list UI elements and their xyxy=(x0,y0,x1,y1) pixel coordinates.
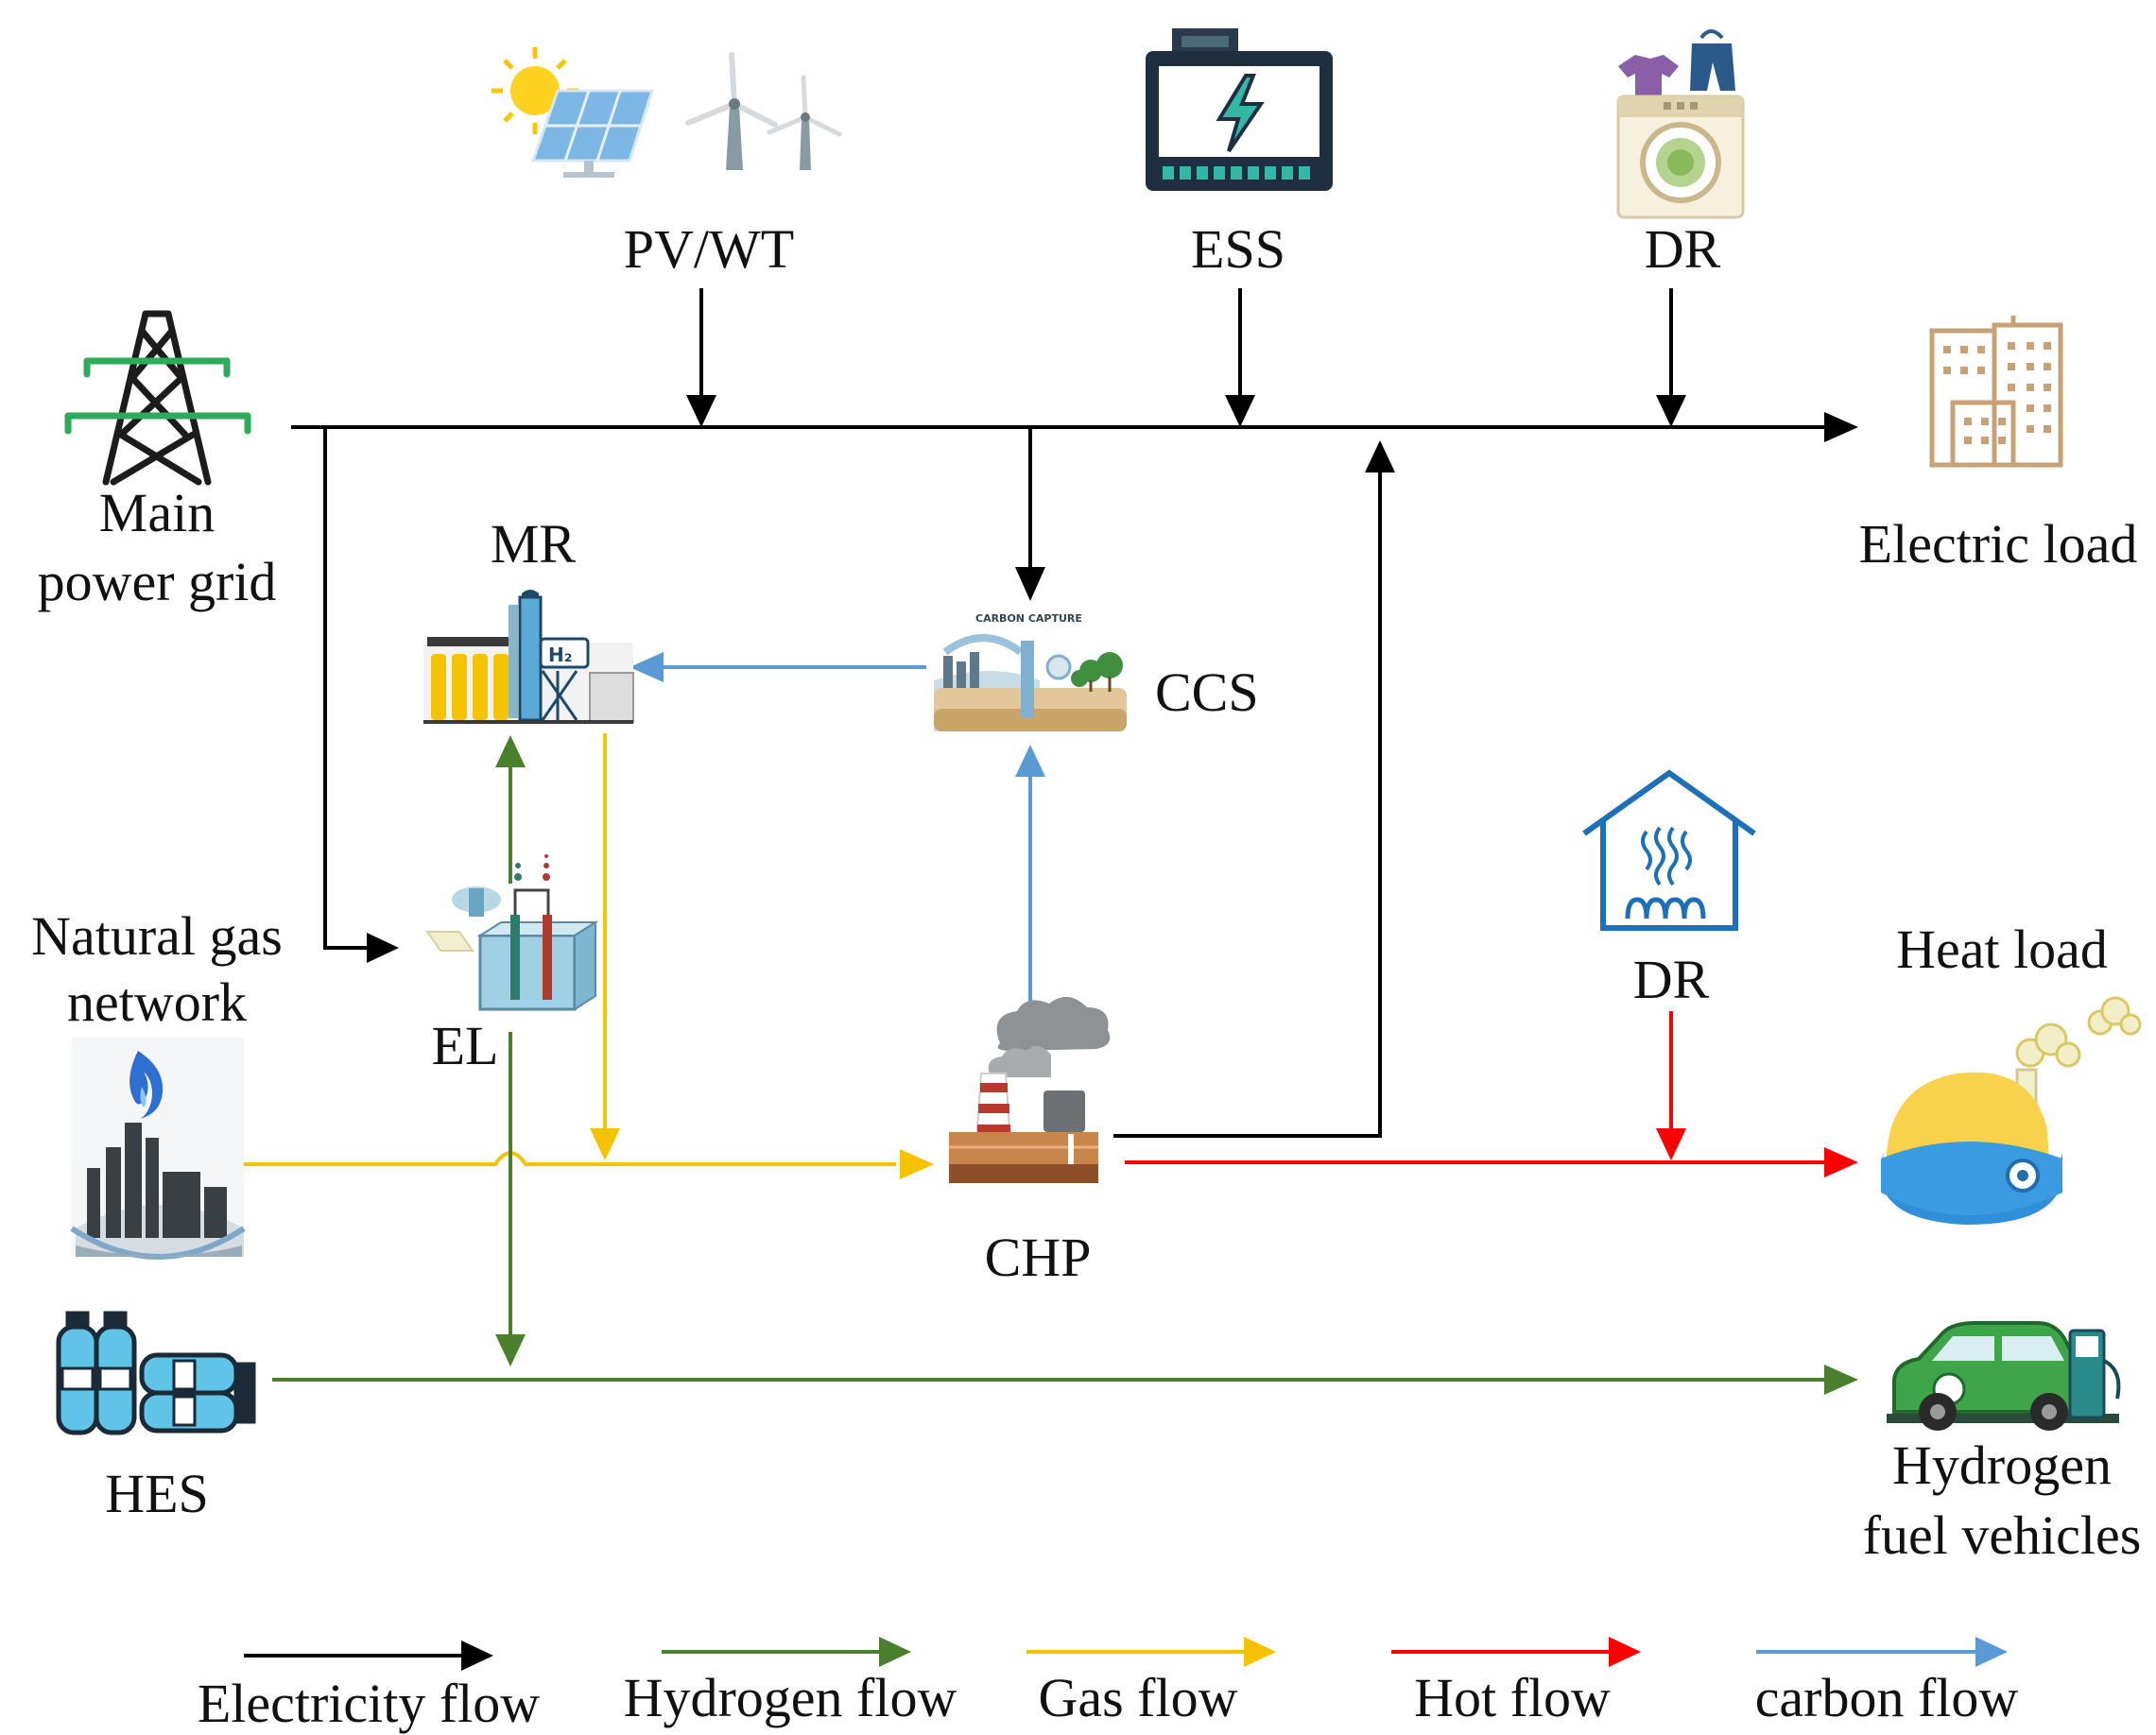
electricity-arrowheads xyxy=(367,395,1858,963)
label-hfv-line1: Hydrogen xyxy=(1892,1434,2112,1496)
solar-panel-icon xyxy=(530,89,655,178)
electrolyzer-icon xyxy=(425,854,599,1011)
label-dr-heat: DR xyxy=(1633,949,1710,1010)
legend-label-hot: Hot flow xyxy=(1414,1667,1611,1728)
laundry-icon xyxy=(1616,29,1745,219)
legend-label-carbon: carbon flow xyxy=(1755,1667,2019,1728)
electricity-flows xyxy=(291,288,1824,1138)
label-electric-load: Electric load xyxy=(1859,513,2138,575)
ess-arrow xyxy=(1225,395,1255,427)
gas-plant-icon xyxy=(70,1038,246,1260)
ccs-in-arrow xyxy=(1015,567,1045,601)
el-in-arrow xyxy=(367,933,399,963)
label-main-grid-line1: Main xyxy=(99,482,215,543)
label-hfv-line2: fuel vehicles xyxy=(1863,1504,2142,1566)
legend-label-hydrogen: Hydrogen flow xyxy=(624,1667,957,1728)
grid-to-el-line xyxy=(323,427,378,950)
label-dr-top: DR xyxy=(1645,218,1721,280)
pv-arrow xyxy=(686,395,716,427)
heat-flows xyxy=(1125,1011,1858,1177)
carbon-capture-icon: CARBON CAPTURE xyxy=(934,612,1127,731)
chp-to-bus-line xyxy=(1113,463,1382,1138)
label-el: EL xyxy=(432,1015,499,1076)
label-mr: MR xyxy=(491,513,577,575)
legend-label-electricity: Electricity flow xyxy=(198,1673,540,1734)
heater-icon xyxy=(1881,996,2142,1225)
sun-icon xyxy=(492,47,578,134)
label-heat-load: Heat load xyxy=(1896,919,2108,980)
house-heat-icon xyxy=(1582,769,1756,931)
legend-item-hydrogen: Hydrogen flow xyxy=(624,1637,957,1728)
wind-turbine-icon xyxy=(685,52,842,170)
methanation-reactor-icon: H₂ xyxy=(423,590,634,724)
node-labels: PV/WT ESS DR Main power grid Electric lo… xyxy=(31,218,2141,1566)
legend-item-gas: Gas flow xyxy=(1026,1637,1276,1728)
dr-top-arrow xyxy=(1656,395,1686,427)
label-pv-wt: PV/WT xyxy=(624,218,794,280)
chp-plant-icon xyxy=(949,996,1111,1183)
label-main-grid-line2: power grid xyxy=(38,551,277,612)
hydrogen-flows xyxy=(272,735,1858,1395)
label-natural-gas-line1: Natural gas xyxy=(31,905,283,967)
label-chp: CHP xyxy=(985,1227,1092,1288)
chp-up-arrow xyxy=(1365,440,1395,472)
carbon-flows xyxy=(630,652,1045,1002)
label-hes: HES xyxy=(105,1463,209,1524)
battery-icon xyxy=(1146,28,1333,191)
bus-end-arrow xyxy=(1824,412,1858,442)
legend-item-hot: Hot flow xyxy=(1391,1637,1641,1728)
legend-item-carbon: carbon flow xyxy=(1755,1637,2019,1728)
hydrogen-tanks-icon xyxy=(56,1311,256,1435)
legend-item-electricity: Electricity flow xyxy=(198,1641,540,1734)
ccs-icon-caption: CARBON CAPTURE xyxy=(975,612,1082,625)
label-ess: ESS xyxy=(1191,218,1285,280)
buildings-icon xyxy=(1929,316,2063,468)
legend-label-gas: Gas flow xyxy=(1038,1667,1237,1728)
mr-h2-text: H₂ xyxy=(548,644,573,666)
hydrogen-car-icon xyxy=(1887,1321,2121,1431)
transmission-tower-icon xyxy=(64,310,251,486)
legend: Electricity flow Hydrogen flow Gas flow … xyxy=(198,1637,2019,1734)
label-natural-gas-line2: network xyxy=(67,971,247,1033)
label-ccs: CCS xyxy=(1155,661,1259,723)
